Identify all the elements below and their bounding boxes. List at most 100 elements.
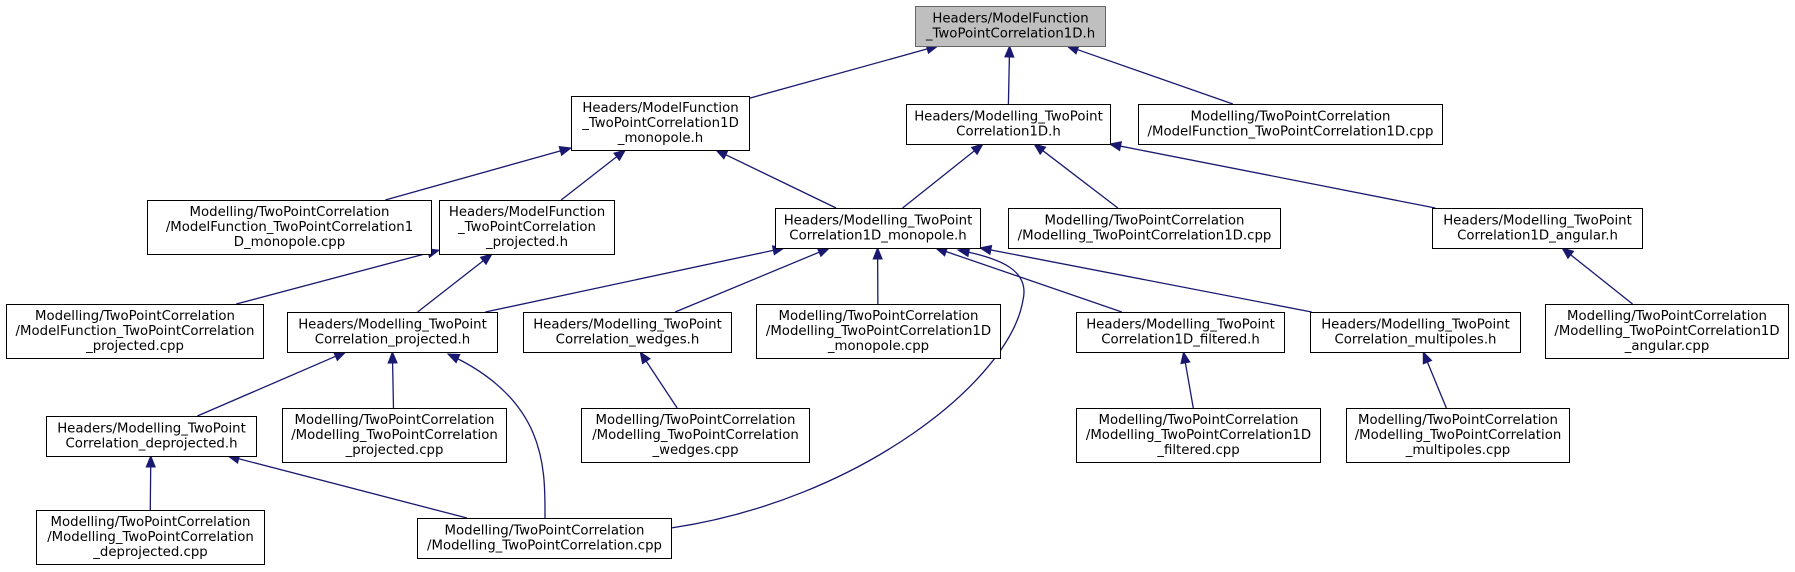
edge-arrowhead: [1422, 350, 1433, 365]
node-modelling-twopointcorrelation1d-angular-cpp[interactable]: Modelling/TwoPointCorrelation/Modelling_…: [1545, 304, 1789, 359]
edge-line: [674, 251, 821, 313]
edge-arrowhead: [387, 350, 398, 364]
node-modelling-twopointcorrelation1d-filtered-h[interactable]: Headers/Modelling_TwoPointCorrelation1D_…: [1076, 312, 1285, 353]
node-modelling-twopointcorrelation-deprojected-cpp[interactable]: Modelling/TwoPointCorrelation/Modelling_…: [36, 510, 265, 565]
node-box: [1432, 208, 1643, 249]
node-label-line: _projected.cpp: [345, 443, 444, 458]
edge-arrowhead: [1004, 44, 1015, 58]
node-label-line: Correlation1D_filtered.h: [1101, 333, 1260, 348]
edge-arrowhead: [639, 350, 651, 365]
node-box: [439, 200, 615, 255]
node-label-line: Modelling/TwoPointCorrelation: [596, 413, 796, 428]
node-modelfunction-twopointcorrelation1d-cpp[interactable]: Modelling/TwoPointCorrelation/ModelFunct…: [1138, 104, 1443, 145]
node-label-line: Modelling/TwoPointCorrelation: [51, 515, 251, 530]
node-label-line: _TwoPointCorrelation1D: [581, 116, 739, 131]
node-label-line: Correlation1D.h: [956, 125, 1061, 140]
node-box: [1346, 408, 1570, 463]
edge-line: [1569, 253, 1633, 305]
edge-line: [902, 149, 976, 209]
node-label-line: _projected.h: [485, 235, 568, 250]
node-box: [282, 408, 507, 463]
edge-arrowhead: [1108, 141, 1123, 152]
edge-line: [1184, 361, 1194, 409]
edge-modelling-twopointcorrelation-multipoles-h-to-modelling-twopointcorrelation1d-monopole-h: [978, 244, 1312, 313]
edge-line: [236, 252, 430, 305]
node-modelling-twopointcorrelation-multipoles-cpp[interactable]: Modelling/TwoPointCorrelation/Modelling_…: [1346, 408, 1570, 463]
edge-line: [391, 361, 395, 409]
node-label-line: Correlation_deprojected.h: [65, 437, 237, 452]
edge-arrowhead: [978, 244, 993, 256]
node-modelfunction-twopointcorrelation1d-monopole-h[interactable]: Headers/ModelFunction_TwoPointCorrelatio…: [571, 96, 750, 151]
edge-modelling-twopointcorrelation1d-filtered-cpp-to-modelling-twopointcorrelation1d-filtered-h: [1180, 350, 1194, 409]
node-box: [1545, 304, 1789, 359]
node-modelling-twopointcorrelation-cpp[interactable]: Modelling/TwoPointCorrelation/Modelling_…: [417, 518, 672, 559]
node-modelling-twopointcorrelation-multipoles-h[interactable]: Headers/Modelling_TwoPointCorrelation_mu…: [1310, 312, 1521, 353]
node-modelfunction-twopointcorrelation-projected-cpp[interactable]: Modelling/TwoPointCorrelation/ModelFunct…: [6, 304, 264, 359]
node-label-line: Modelling/TwoPointCorrelation: [35, 309, 235, 324]
node-label-line: Correlation1D_monopole.h: [789, 229, 966, 244]
node-box: [1138, 104, 1443, 145]
node-label-line: D_monopole.cpp: [234, 235, 345, 250]
node-label-line: _monopole.cpp: [827, 339, 929, 354]
edge-modelfunction-twopointcorrelation1d-cpp-to-modelfunction-twopointcorrelation1d-h: [1065, 44, 1234, 105]
node-modelfunction-twopointcorrelation1d-monopole-cpp[interactable]: Modelling/TwoPointCorrelation/ModelFunct…: [147, 200, 432, 255]
node-label-line: /ModelFunction_TwoPointCorrelation1: [166, 220, 413, 235]
edge-modelling-twopointcorrelation1d-angular-cpp-to-modelling-twopointcorrelation1d-angular-h: [1561, 247, 1633, 305]
node-label-line: Headers/Modelling_TwoPoint: [1086, 318, 1275, 333]
node-modelling-twopointcorrelation-projected-cpp[interactable]: Modelling/TwoPointCorrelation/Modelling_…: [282, 408, 507, 463]
edge-arrowhead: [145, 454, 156, 468]
node-label-line: /Modelling_TwoPointCorrelation1D: [766, 324, 991, 339]
node-label-line: _multipoles.cpp: [1405, 443, 1510, 458]
edge-modelling-twopointcorrelation-multipoles-cpp-to-modelling-twopointcorrelation-multipoles-h: [1422, 350, 1447, 409]
node-modelling-twopointcorrelation1d-monopole-cpp[interactable]: Modelling/TwoPointCorrelation/Modelling_…: [756, 304, 1001, 359]
node-modelling-twopointcorrelation-wedges-cpp[interactable]: Modelling/TwoPointCorrelation/Modelling_…: [581, 408, 810, 463]
edge-modelling-twopointcorrelation-projected-h-to-modelfunction-twopointcorrelation-projected-h: [417, 253, 493, 313]
node-modelling-twopointcorrelation1d-h[interactable]: Headers/Modelling_TwoPointCorrelation1D.…: [906, 104, 1111, 145]
node-label-line: /ModelFunction_TwoPointCorrelation1D.cpp: [1148, 125, 1434, 140]
node-box: [36, 510, 265, 565]
node-box: [571, 96, 750, 151]
node-modelling-twopointcorrelation-deprojected-h[interactable]: Headers/Modelling_TwoPointCorrelation_de…: [46, 416, 257, 457]
node-modelling-twopointcorrelation1d-angular-h[interactable]: Headers/Modelling_TwoPointCorrelation1D_…: [1432, 208, 1643, 249]
edge-line: [485, 249, 775, 313]
node-modelfunction-twopointcorrelation1d-h[interactable]: Headers/ModelFunction_TwoPointCorrelatio…: [915, 6, 1106, 47]
edge-modelling-twopointcorrelation-cpp-to-modelling-twopointcorrelation1d-monopole-h: [670, 246, 1025, 529]
edge-arrowhead: [446, 353, 461, 364]
node-label-line: /Modelling_TwoPointCorrelation1D.cpp: [1018, 229, 1272, 244]
edge-modelfunction-twopointcorrelation-projected-h-to-modelfunction-twopointcorrelation1d-monopole-h: [560, 149, 627, 201]
node-box: [523, 312, 732, 353]
node-label-line: Correlation_wedges.h: [556, 333, 700, 348]
edge-line: [1076, 48, 1234, 105]
node-modelling-twopointcorrelation-projected-h[interactable]: Headers/Modelling_TwoPointCorrelation_pr…: [287, 312, 498, 353]
edge-line: [724, 153, 837, 209]
node-modelfunction-twopointcorrelation-projected-h[interactable]: Headers/ModelFunction_TwoPointCorrelatio…: [439, 200, 615, 255]
node-box: [1076, 408, 1321, 463]
node-label-line: _TwoPointCorrelation: [457, 220, 596, 235]
edge-modelling-twopointcorrelation1d-monopole-h-to-modelfunction-twopointcorrelation1d-monopole-h: [714, 149, 837, 209]
node-modelling-twopointcorrelation1d-filtered-cpp[interactable]: Modelling/TwoPointCorrelation/Modelling_…: [1076, 408, 1321, 463]
node-label-line: Headers/Modelling_TwoPoint: [57, 422, 246, 437]
edge-modelfunction-twopointcorrelation-projected-cpp-to-modelfunction-twopointcorrelation-projected-h: [236, 248, 441, 305]
node-modelling-twopointcorrelation1d-monopole-h[interactable]: Headers/Modelling_TwoPointCorrelation1D_…: [775, 208, 981, 249]
edge-modelling-twopointcorrelation1d-monopole-h-to-modelling-twopointcorrelation1d-h: [902, 143, 984, 209]
node-modelling-twopointcorrelation-wedges-h[interactable]: Headers/Modelling_TwoPointCorrelation_we…: [523, 312, 732, 353]
node-label-line: Modelling/TwoPointCorrelation: [1045, 214, 1245, 229]
edge-modelling-twopointcorrelation-deprojected-cpp-to-modelling-twopointcorrelation-deprojected-h: [145, 454, 156, 511]
edge-arrowhead: [613, 149, 627, 162]
node-box: [1310, 312, 1521, 353]
node-modelling-twopointcorrelation1d-cpp[interactable]: Modelling/TwoPointCorrelation/Modelling_…: [1008, 208, 1281, 249]
edge-modelling-twopointcorrelation1d-cpp-to-modelling-twopointcorrelation1d-h: [1033, 143, 1119, 209]
edge-arrowhead: [479, 253, 493, 266]
nodes-layer: Headers/ModelFunction_TwoPointCorrelatio…: [6, 6, 1789, 565]
edge-modelling-twopointcorrelation-wedges-h-to-modelling-twopointcorrelation1d-monopole-h: [674, 247, 831, 313]
node-label-line: Headers/ModelFunction: [449, 205, 605, 220]
node-label-line: Modelling/TwoPointCorrelation: [1099, 413, 1299, 428]
node-label-line: _TwoPointCorrelation1D.h: [925, 27, 1095, 42]
node-box: [906, 104, 1111, 145]
node-label-line: Modelling/TwoPointCorrelation: [1567, 309, 1767, 324]
node-box: [417, 518, 672, 559]
node-label-line: Modelling/TwoPointCorrelation: [445, 524, 645, 539]
edge-modelling-twopointcorrelation1d-h-to-modelfunction-twopointcorrelation1d-h: [1004, 44, 1015, 105]
node-label-line: Headers/Modelling_TwoPoint: [1321, 318, 1510, 333]
node-box: [6, 304, 264, 359]
